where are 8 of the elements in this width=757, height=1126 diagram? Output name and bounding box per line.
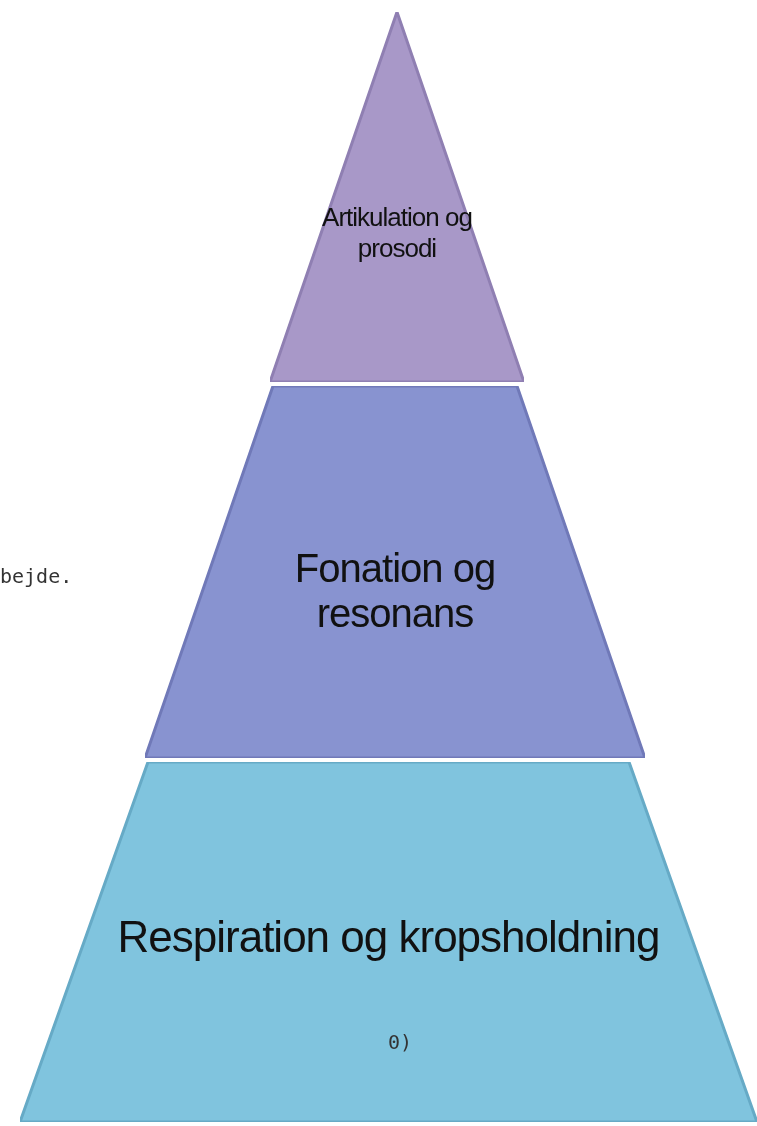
layer-label: Artikulation og prosodi [321,202,473,264]
pyramid-layer [145,386,645,758]
pyramid-layer [20,762,757,1122]
text-fragment: 0) [388,1030,413,1054]
text-fragment: bejde. [0,564,73,588]
pyramid-top-triangle [270,12,524,382]
layer-label: Fonation og resonans [293,546,497,636]
layer-label: Respiration og kropsholdning [116,912,661,962]
